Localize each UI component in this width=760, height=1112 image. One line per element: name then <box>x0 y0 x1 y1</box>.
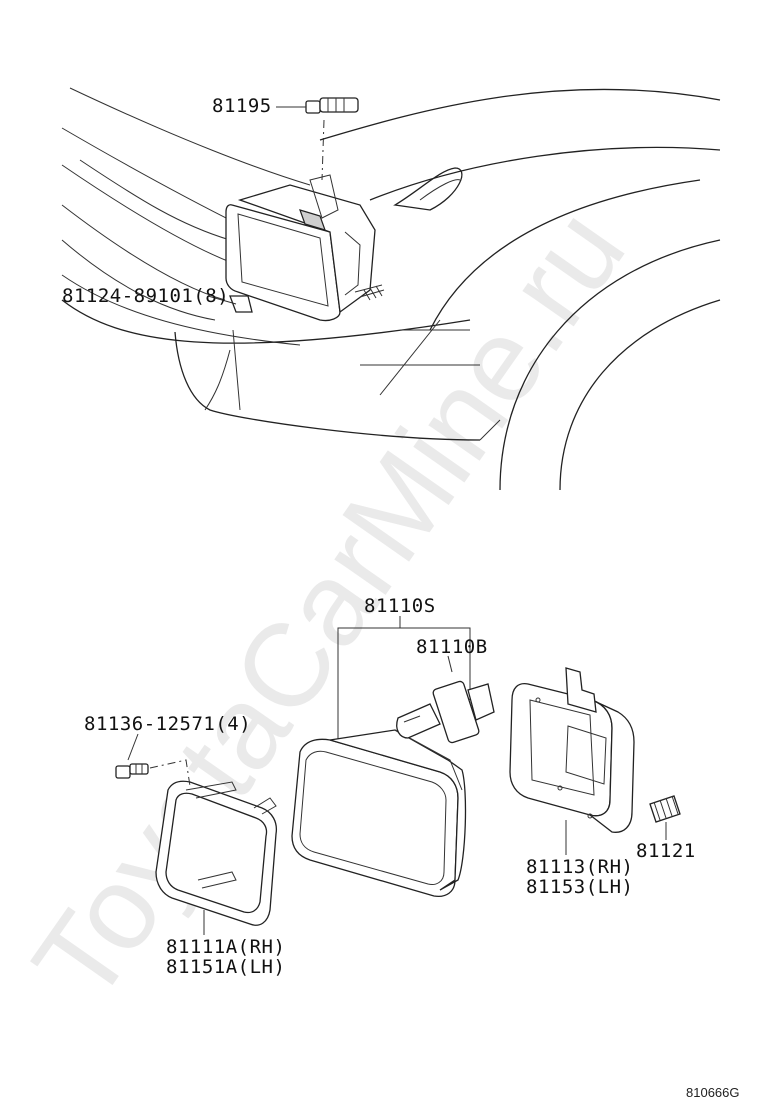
leader-81110B <box>447 655 453 673</box>
label-81153: 81153(LH) <box>526 876 633 898</box>
label-81195: 81195 <box>212 95 272 117</box>
diagram-code: 810666G <box>686 1085 740 1100</box>
headlamp-unit <box>291 729 467 898</box>
bracket-81110S <box>337 627 471 740</box>
label-81113: 81113(RH) <box>526 856 633 878</box>
label-81151A: 81151A(LH) <box>166 956 285 978</box>
leader-81124 <box>207 295 237 305</box>
label-81136: 81136-12571(4) <box>84 713 251 735</box>
screw-81136 <box>115 763 149 779</box>
housing-81113 <box>509 667 635 833</box>
label-81110B: 81110B <box>416 636 488 658</box>
retaining-ring-81111A <box>155 780 278 926</box>
vehicle-front-illustration <box>61 87 721 491</box>
bulb-81110B <box>396 680 495 744</box>
label-81124: 81124-89101(8) <box>62 285 229 307</box>
label-81111A: 81111A(RH) <box>166 936 285 958</box>
spring-81121 <box>649 795 681 823</box>
screw-81195 <box>305 97 359 114</box>
label-81110S: 81110S <box>364 595 436 617</box>
guide-81195 <box>321 119 325 181</box>
label-81121: 81121 <box>636 840 696 862</box>
leader-81136 <box>127 733 139 761</box>
installed-headlamp <box>225 174 385 322</box>
guide-81136 <box>149 759 191 787</box>
